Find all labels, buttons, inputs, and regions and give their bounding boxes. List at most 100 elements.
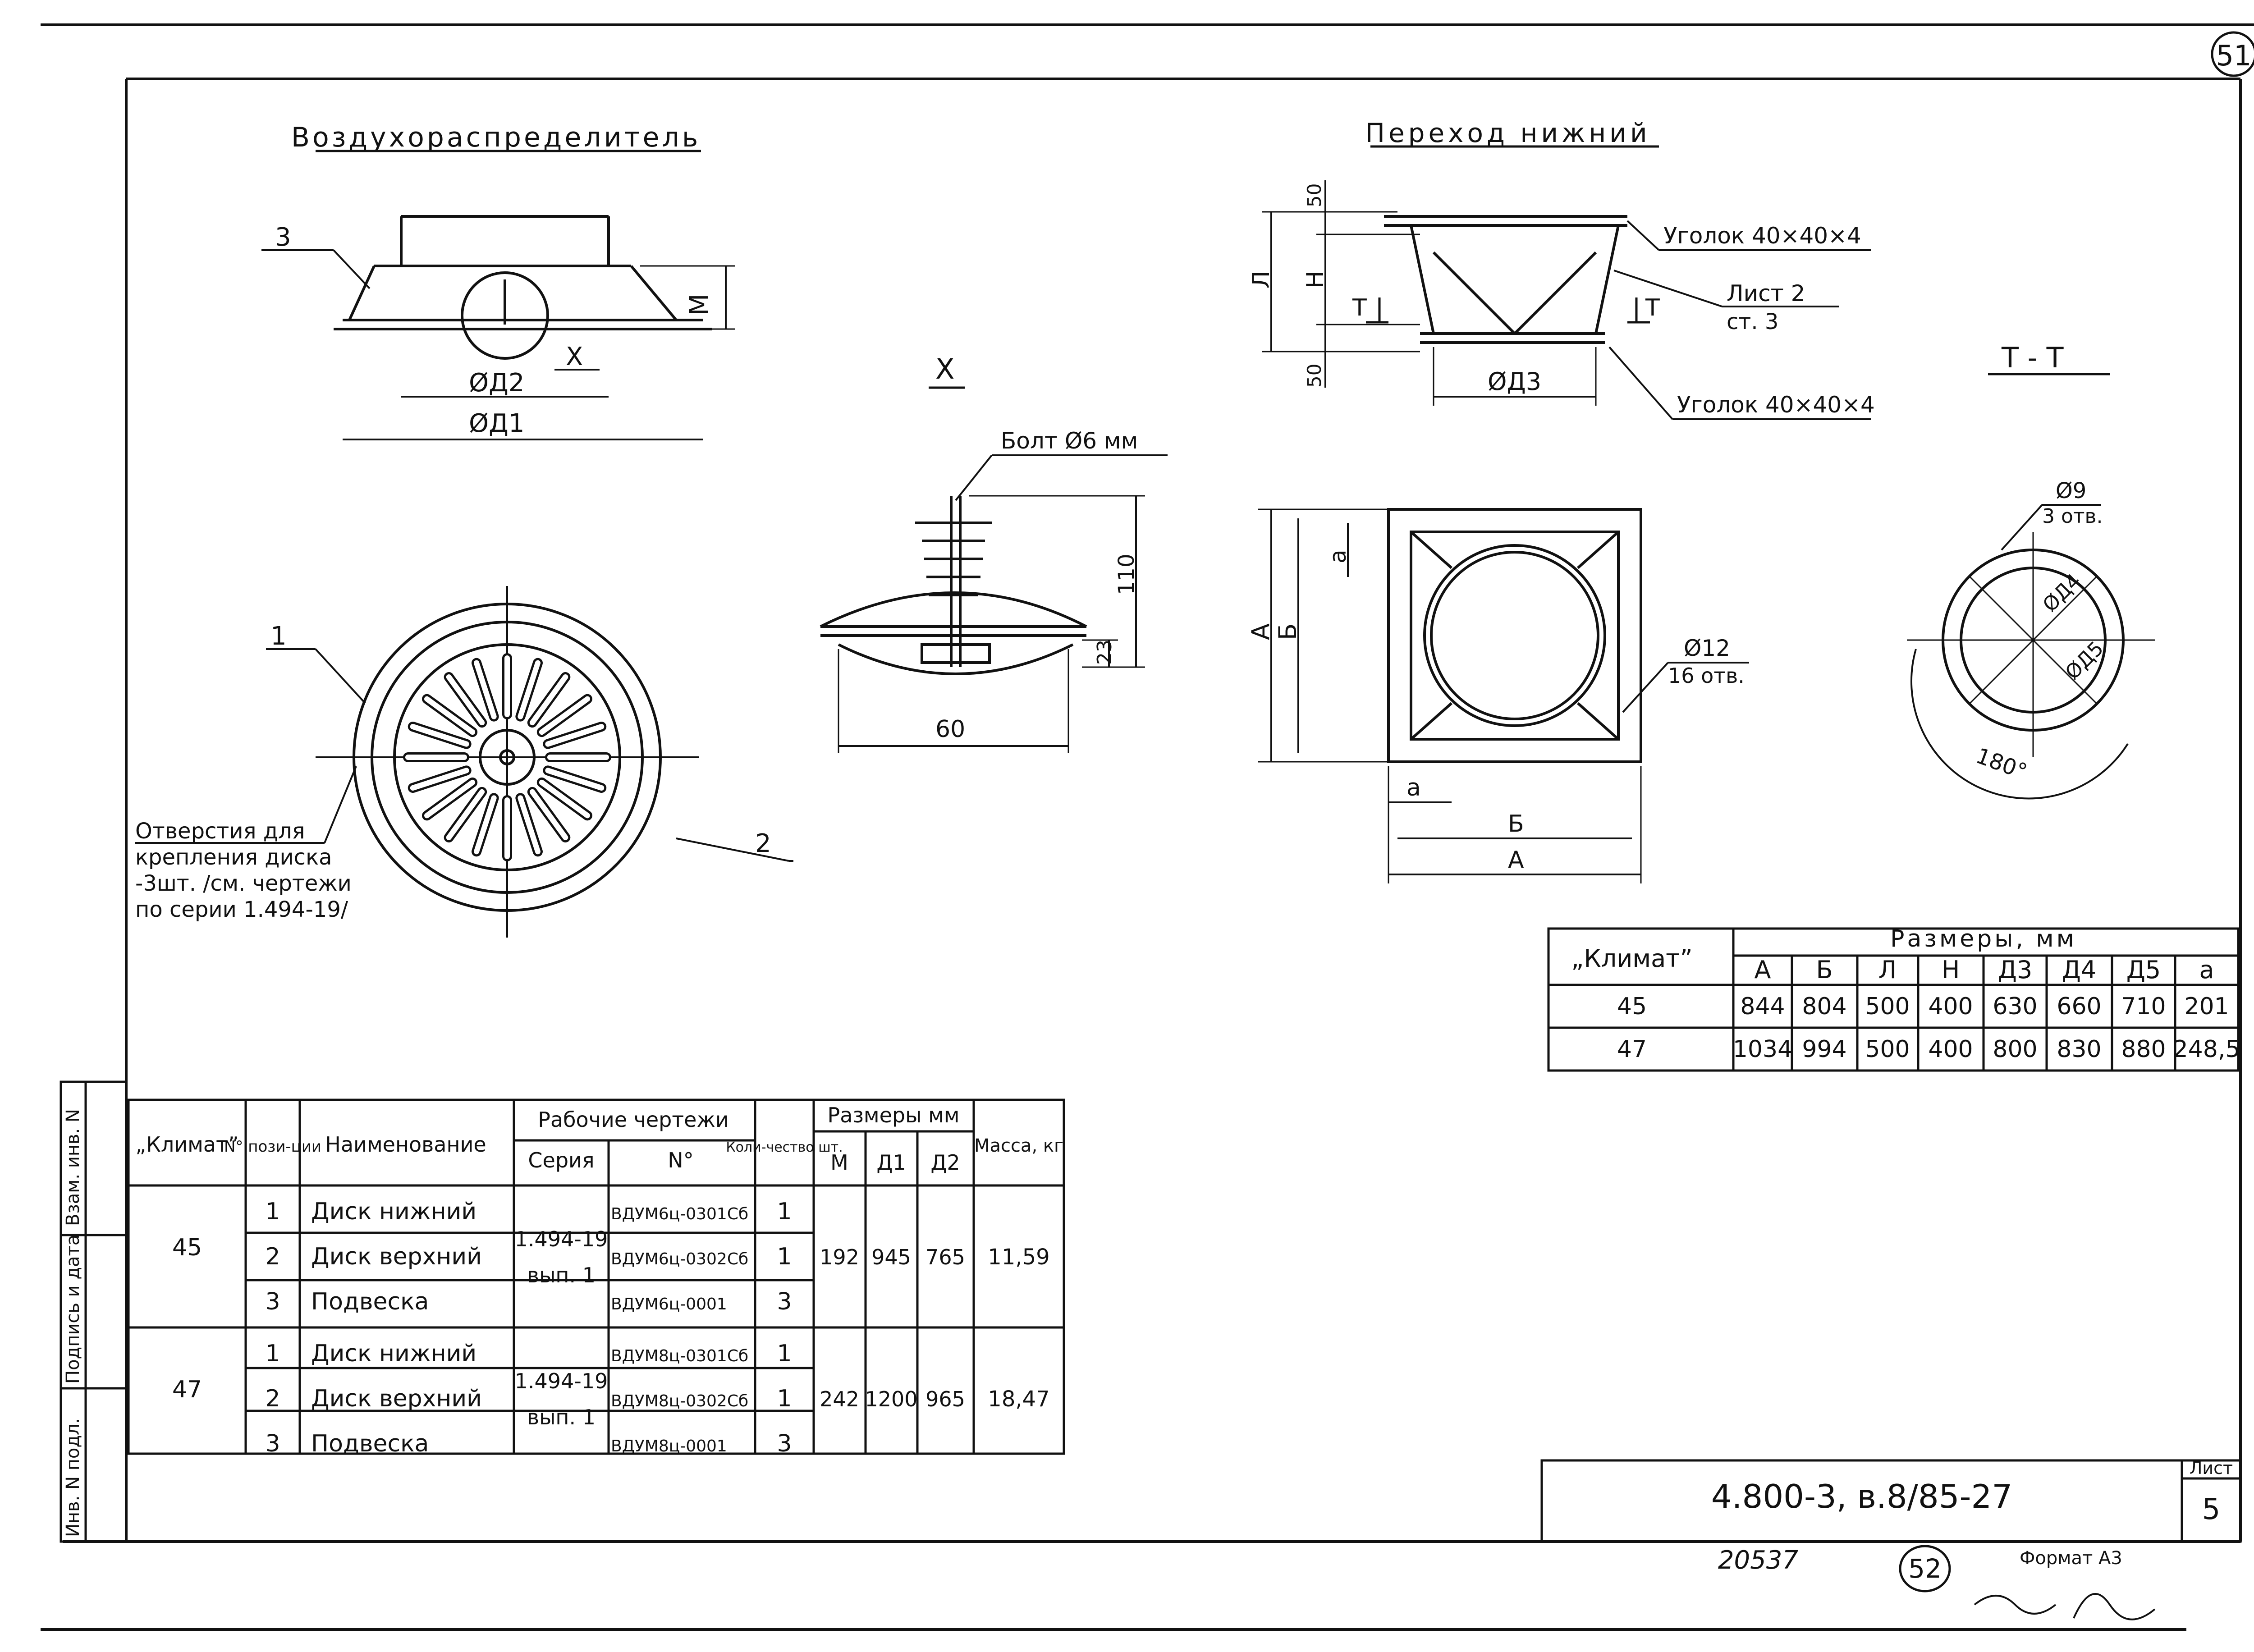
svg-text:а: а (1406, 774, 1421, 801)
svg-text:А: А (1246, 623, 1275, 640)
svg-text:Инв. N подл.: Инв. N подл. (63, 1418, 83, 1537)
table-cell: 45 (172, 1234, 202, 1261)
svg-text:Б: Б (1274, 623, 1302, 640)
svg-text:М: М (685, 294, 714, 316)
title-block: 4.800-3, в.8/85-27 Лист 5 20537 52 Форма… (1540, 1458, 2242, 1620)
table-cell: А (1755, 956, 1771, 984)
table-cell: 1 (777, 1385, 792, 1412)
table-cell: 965 (925, 1387, 965, 1411)
table-cell: 844 (1740, 993, 1785, 1020)
section-t-t: Т - Т Ø9 3 отв. ØД4 ØД5 180° (1907, 341, 2155, 800)
svg-text:Переход нижний: Переход нижний (1365, 118, 1650, 148)
diffuser-slot-inner (539, 779, 590, 819)
table-cell: 500 (1865, 1036, 1910, 1063)
document-code: 4.800-3, в.8/85-27 (1711, 1478, 2012, 1515)
table-cell: Б (1816, 956, 1833, 984)
air-distributor-title: Воздухораспределитель (291, 122, 701, 153)
table-cell: 830 (2057, 1036, 2101, 1063)
svg-text:А: А (1508, 847, 1524, 874)
svg-text:ØД2: ØД2 (469, 368, 524, 398)
table-cell: 201 (2184, 993, 2229, 1020)
detail-x: X Болт Ø6 мм 110 23 60 (820, 352, 1168, 753)
table-cell: 994 (1802, 1036, 1846, 1063)
svg-text:1: 1 (270, 622, 287, 651)
lower-transition-plan-view: А Б а а Б А Ø12 16 отв. (1246, 508, 1749, 883)
table-cell: Д4 (2062, 956, 2097, 984)
svg-text:а: а (1325, 549, 1351, 563)
table-cell: ВДУМ8ц-0001 (611, 1437, 727, 1455)
table-cell: Масса, кг (974, 1135, 1063, 1156)
diffuser-slot-inner (529, 789, 568, 840)
table-cell: 400 (1928, 1036, 1973, 1063)
diffuser-slot-inner (446, 674, 485, 726)
svg-text:Формат А3: Формат А3 (2020, 1548, 2122, 1569)
table-cell: Коли-чество шт. (726, 1139, 843, 1155)
svg-text:„Климат”: „Климат” (1571, 944, 1692, 973)
svg-text:3 отв.: 3 отв. (2042, 505, 2103, 528)
svg-text:Лист: Лист (2190, 1458, 2233, 1478)
svg-text:Л: Л (1248, 271, 1275, 288)
svg-text:-3шт. /см. чертежи: -3шт. /см. чертежи (135, 871, 352, 896)
table-cell: 3 (777, 1288, 792, 1315)
table-cell: Диск нижний (311, 1340, 476, 1367)
table-cell: 800 (1993, 1036, 2037, 1063)
svg-text:52: 52 (1908, 1553, 1942, 1584)
diffuser-slot-inner (474, 795, 497, 855)
table-cell: 45 (1617, 993, 1647, 1020)
diffuser-slot-inner (424, 696, 476, 735)
table-cell: 3 (265, 1430, 280, 1457)
diffuser-slot-inner (424, 779, 476, 819)
svg-text:Взам. инв. N: Взам. инв. N (63, 1109, 83, 1226)
table-cell: Д1 (876, 1150, 906, 1175)
svg-text:Б: Б (1508, 810, 1524, 837)
table-cell: 2 (265, 1243, 280, 1270)
table-cell: N° пози-ции (224, 1138, 321, 1156)
air-distributor-side-view: Воздухораспределитель 3 М X ØД2 ØД1 (261, 122, 735, 440)
table-cell: 500 (1865, 993, 1910, 1020)
svg-text:20537: 20537 (1718, 1546, 1799, 1575)
diffuser-slot-inner (446, 789, 485, 840)
table-cell: 192 (820, 1245, 859, 1269)
svg-text:5: 5 (2202, 1493, 2221, 1526)
table-cell: 248,5 (2173, 1036, 2240, 1063)
table-cell: N° (668, 1148, 693, 1172)
table-cell: вып. 1 (527, 1405, 596, 1429)
svg-text:ØД1: ØД1 (469, 409, 524, 438)
table-cell: 242 (820, 1387, 859, 1411)
svg-text:50: 50 (1303, 183, 1325, 207)
table-cell: „Климат” (135, 1132, 238, 1157)
table-cell: 400 (1928, 993, 1973, 1020)
table-cell: а (2199, 956, 2214, 984)
side-stamp: Инв. N подл. Подпись и дата Взам. инв. N (60, 1080, 128, 1543)
diffuser-slot-inner (529, 674, 568, 726)
svg-text:2: 2 (755, 829, 771, 858)
table-cell: 1.494-19 (515, 1227, 608, 1251)
table-cell: 630 (1993, 993, 2037, 1020)
table-cell: 1200 (865, 1387, 917, 1411)
svg-text:50: 50 (1303, 364, 1325, 388)
table-cell: 945 (871, 1245, 911, 1269)
table-cell: Н (1942, 956, 1960, 984)
table-cell: Д3 (1998, 956, 2033, 984)
table-cell: 18,47 (988, 1387, 1049, 1412)
svg-text:Болт Ø6 мм: Болт Ø6 мм (1001, 428, 1138, 454)
table-cell: вып. 1 (527, 1263, 596, 1287)
table-cell: ВДУМ8ц-0301Сб (611, 1347, 748, 1365)
table-cell: 47 (172, 1376, 202, 1403)
table-cell: 1 (265, 1340, 280, 1367)
svg-text:Т - Т: Т - Т (2001, 341, 2064, 374)
table-cell: ВДУМ8ц-0302Сб (611, 1392, 748, 1410)
table-cell: Серия (528, 1148, 594, 1172)
table-cell: Подвеска (311, 1288, 429, 1315)
svg-text:180°: 180° (1973, 743, 2030, 785)
svg-text:ØД4: ØД4 (2039, 569, 2086, 617)
table-cell: 1 (265, 1198, 280, 1225)
table-cell: М (830, 1150, 848, 1175)
svg-text:Ø12: Ø12 (1684, 635, 1730, 661)
table-cell: ВДУМ6ц-0302Сб (611, 1250, 748, 1268)
svg-text:Уголок 40×40×4: Уголок 40×40×4 (1677, 392, 1875, 418)
svg-text:X: X (566, 342, 583, 371)
svg-text:Уголок 40×40×4: Уголок 40×40×4 (1663, 223, 1861, 249)
table-cell: Наименование (325, 1132, 486, 1157)
table-cell: Рабочие чертежи (538, 1107, 729, 1132)
